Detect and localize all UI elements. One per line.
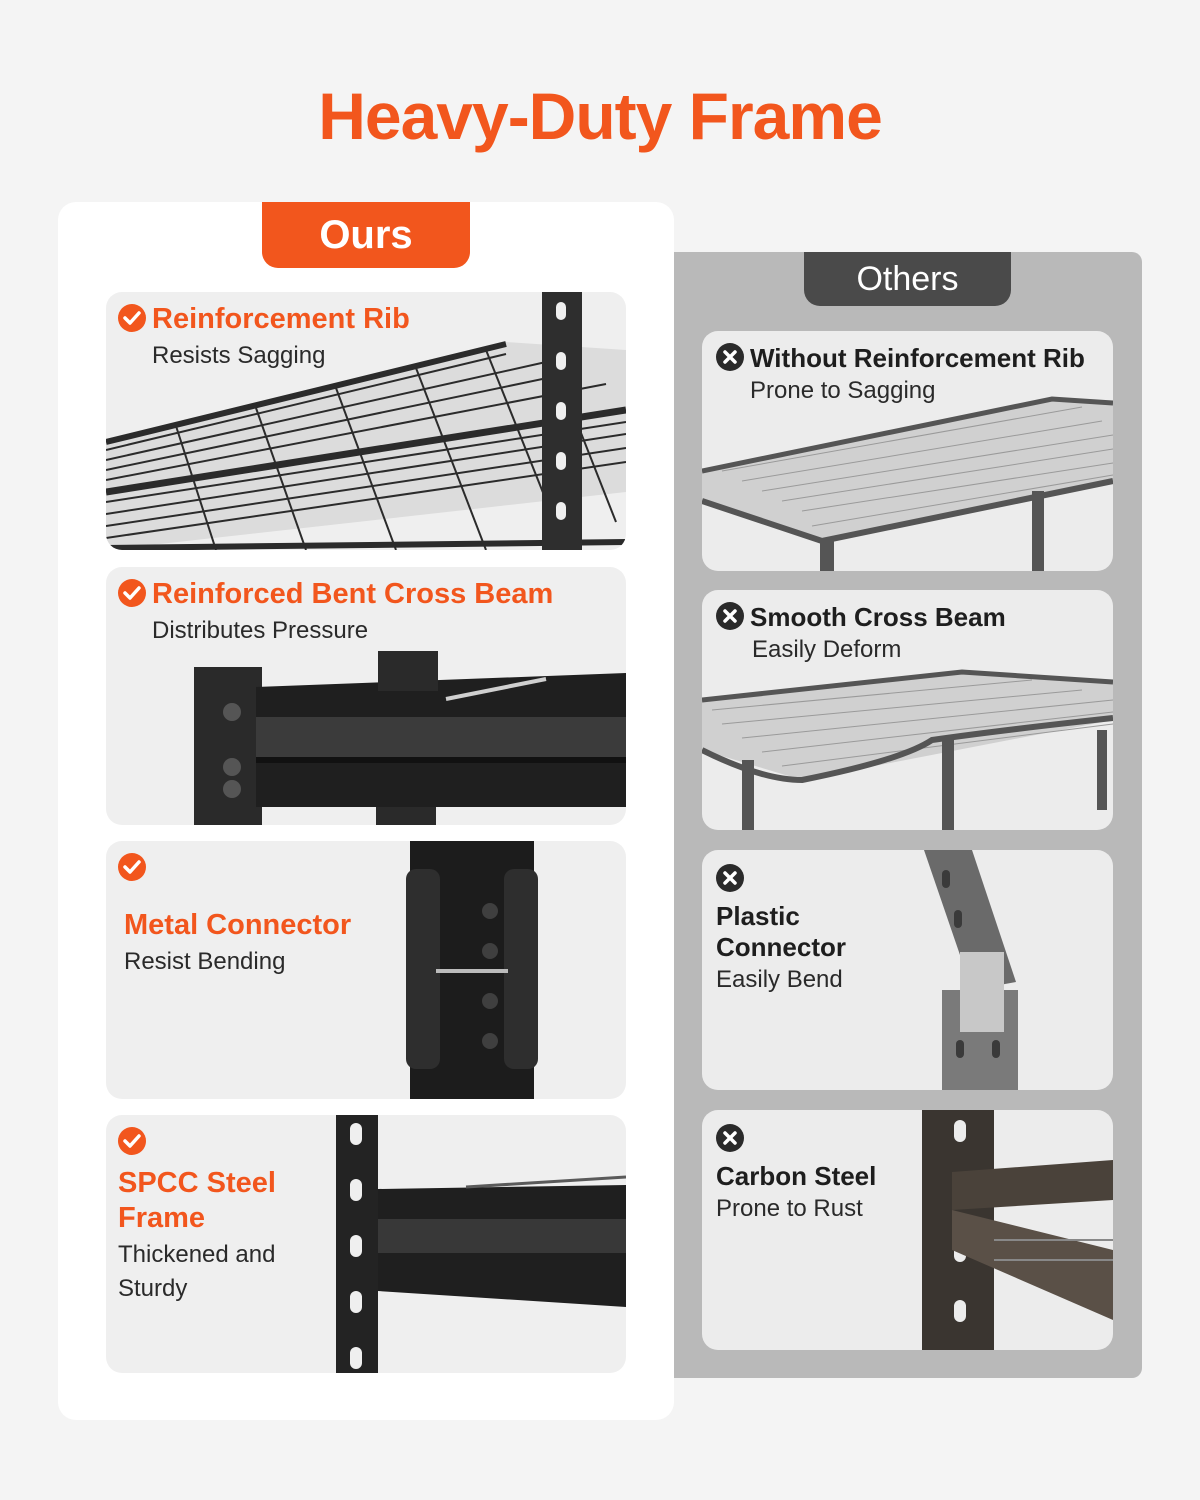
card-subtext: Thickened and Sturdy	[118, 1240, 276, 1303]
card-heading: Smooth Cross Beam	[716, 602, 1006, 633]
page-title: Heavy-Duty Frame	[318, 79, 883, 153]
card-heading: Reinforced Bent Cross Beam	[118, 577, 553, 612]
card-heading: Metal Connector	[124, 909, 352, 941]
others-card-plastic-connector: Plastic Connector Easily Bend	[702, 850, 1113, 1090]
steel-frame-image	[336, 1115, 626, 1373]
others-card-smooth-beam: Smooth Cross Beam Easily Deform	[702, 590, 1113, 830]
ours-card-bent-cross-beam: Reinforced Bent Cross Beam Distributes P…	[106, 567, 626, 825]
cross-icon	[716, 343, 744, 371]
card-subtext: Resist Bending	[124, 947, 286, 975]
plastic-connector-image	[924, 850, 1018, 1090]
deformed-shelf-image	[702, 669, 1113, 830]
check-icon	[118, 304, 146, 332]
cross-icon	[716, 1124, 744, 1152]
card-subtext: Prone to Sagging	[750, 377, 936, 405]
card-subtext: Easily Bend	[716, 966, 843, 994]
card-heading: SPCC Steel Frame	[118, 1167, 276, 1234]
wire-shelf-image	[106, 292, 626, 550]
ours-card-reinforcement-rib: Reinforcement Rib Resists Sagging	[106, 292, 626, 550]
card-subtext: Resists Sagging	[152, 341, 326, 369]
ours-tab: Ours	[262, 202, 470, 268]
check-icon	[118, 1127, 146, 1155]
cross-beam-image	[194, 651, 626, 825]
ours-card-spcc-steel: SPCC Steel Frame Thickened and Sturdy	[106, 1115, 626, 1373]
check-icon	[118, 579, 146, 607]
mesh-shelf-image	[702, 396, 1113, 571]
card-subtext: Easily Deform	[752, 636, 902, 664]
others-tab: Others	[804, 252, 1011, 306]
card-heading: Reinforcement Rib	[118, 302, 410, 337]
check-icon	[118, 853, 146, 881]
others-card-without-rib: Without Reinforcement Rib Prone to Saggi…	[702, 331, 1113, 571]
card-subtext: Prone to Rust	[716, 1195, 863, 1223]
card-heading: Plastic Connector	[716, 901, 846, 963]
card-subtext: Distributes Pressure	[152, 616, 369, 644]
cross-icon	[716, 602, 744, 630]
ours-card-metal-connector: Metal Connector Resist Bending	[106, 841, 626, 1099]
metal-connector-image	[406, 841, 538, 1099]
rusty-frame-image	[922, 1110, 1113, 1350]
cross-icon	[716, 864, 744, 892]
card-heading: Carbon Steel	[716, 1161, 877, 1191]
card-heading: Without Reinforcement Rib	[716, 343, 1085, 374]
others-card-carbon-steel: Carbon Steel Prone to Rust	[702, 1110, 1113, 1350]
